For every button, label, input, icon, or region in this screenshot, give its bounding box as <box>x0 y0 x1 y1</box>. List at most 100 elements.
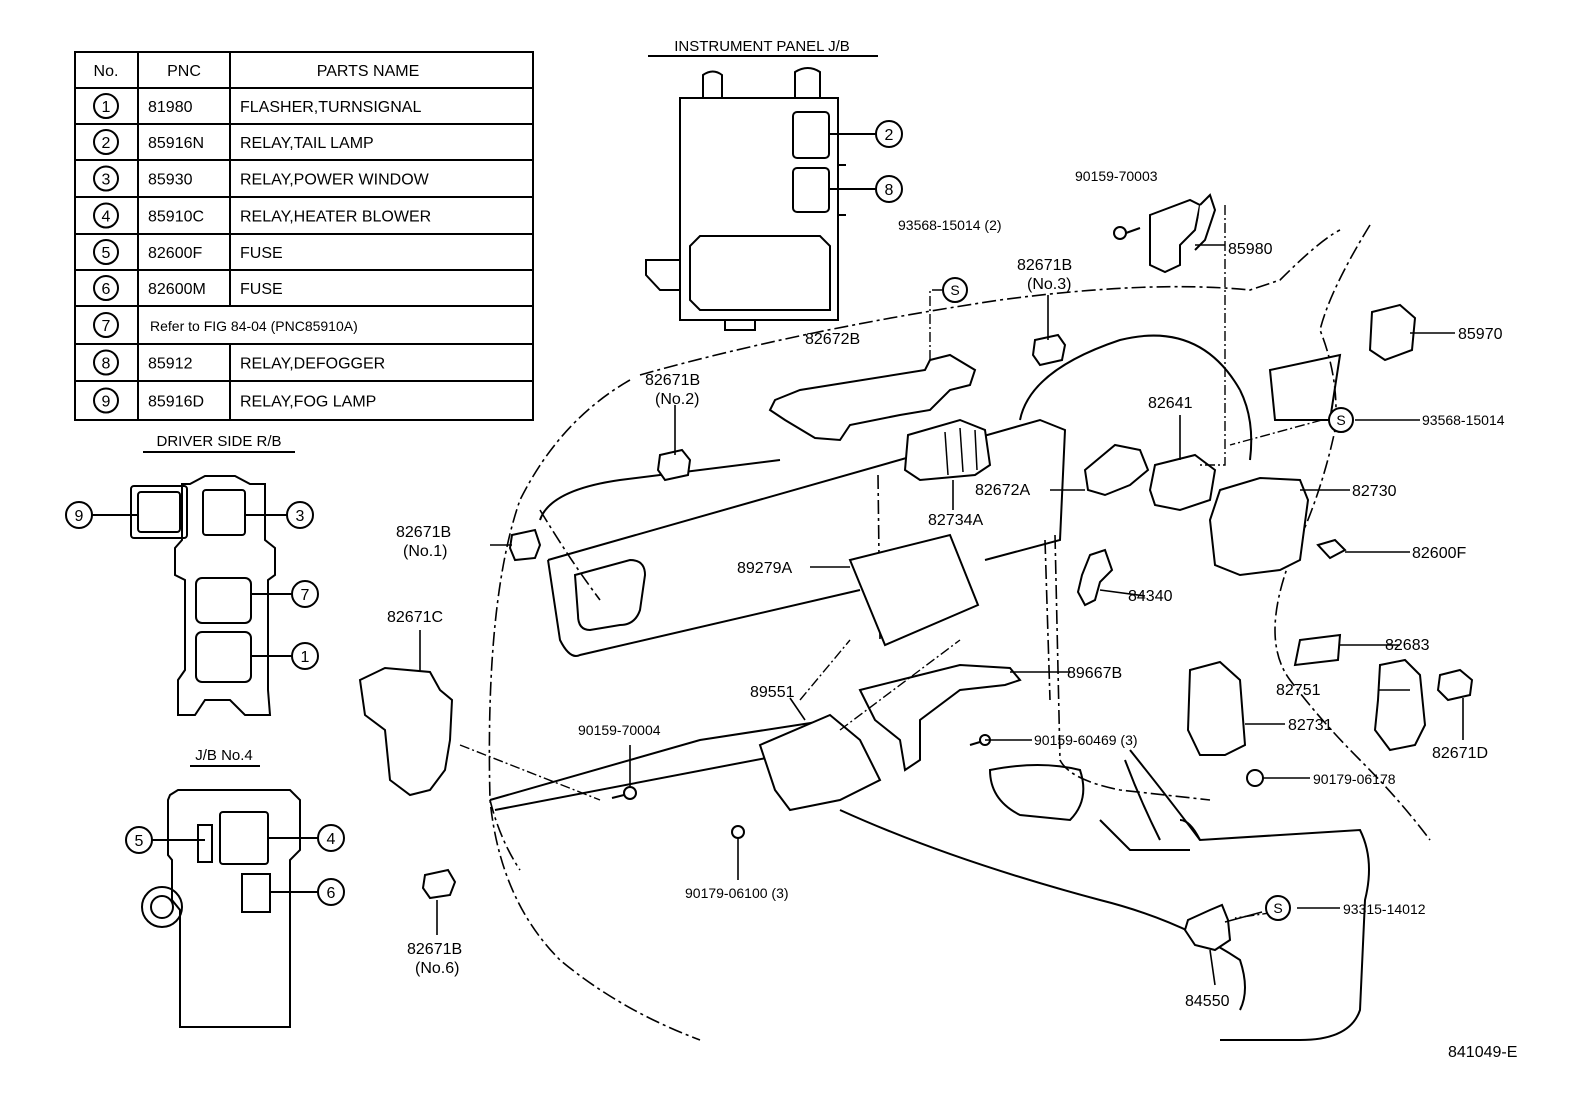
jb-no4-drawing <box>141 789 318 1028</box>
callout-9-rb: 9 <box>65 501 93 529</box>
row-part-name: Refer to FIG 84-04 (PNC85910A) <box>150 318 358 334</box>
component-drawings <box>358 193 1474 952</box>
label-93315-14012: 93315-14012 <box>1343 901 1426 917</box>
row-pnc: 82600F <box>148 245 202 262</box>
row-number: 1 <box>102 99 111 116</box>
label-82731: 82731 <box>1288 717 1333 734</box>
row-number-circle <box>93 275 119 301</box>
label-82600f: 82600F <box>1412 545 1466 562</box>
driver-side-rb-title: DRIVER SIDE R/B <box>156 433 281 450</box>
row-part-name: FUSE <box>240 281 283 298</box>
label-82671b-no2: 82671B <box>645 372 700 389</box>
label-82641: 82641 <box>1148 395 1193 412</box>
label-85980: 85980 <box>1228 241 1273 258</box>
row-number: 2 <box>102 135 111 152</box>
row-number-circle <box>93 349 119 376</box>
row-pnc: 82600M <box>148 281 206 298</box>
label-90159-70003: 90159-70003 <box>1075 168 1158 184</box>
label-82672a: 82672A <box>975 482 1030 499</box>
row-number-circle <box>93 312 119 338</box>
label-84550: 84550 <box>1185 993 1230 1010</box>
row-part-name: RELAY,HEATER BLOWER <box>240 209 431 226</box>
dashboard-outline <box>488 224 1431 1041</box>
callout-6-jb4: 6 <box>317 878 345 906</box>
dashed-leader-lines <box>459 205 1323 919</box>
header-no: No. <box>94 63 119 80</box>
label-85970: 85970 <box>1458 326 1503 343</box>
s-symbol-2: S <box>1328 407 1354 433</box>
callout-8-label: 8 <box>885 182 894 199</box>
row-number: 8 <box>102 356 111 373</box>
s-symbol-label: S <box>1273 900 1282 916</box>
label-93568-15014: 93568-15014 <box>1422 412 1505 428</box>
label-82671d: 82671D <box>1432 745 1488 762</box>
label-90179-06178: 90179-06178 <box>1313 771 1396 787</box>
table-row: 6 82600M FUSE <box>93 275 283 301</box>
row-part-name: RELAY,TAIL LAMP <box>240 135 374 152</box>
figure-number: 841049-E <box>1448 1044 1517 1061</box>
s-symbol-1: S <box>942 277 968 303</box>
table-row: 4 85910C RELAY,HEATER BLOWER <box>93 202 431 229</box>
label-90159-60469: 90159-60469 (3) <box>1034 732 1138 748</box>
row-number-circle <box>93 129 119 155</box>
label-89551: 89551 <box>750 684 795 701</box>
callout-2-jb: 2 <box>875 120 903 148</box>
row-number: 4 <box>102 209 111 226</box>
label-82671b-no6-sub: (No.6) <box>415 960 459 977</box>
callout-5-jb4: 5 <box>125 826 153 854</box>
row-part-name: FUSE <box>240 245 283 262</box>
row-pnc: 81980 <box>148 99 193 116</box>
part-labels: 90159-70003 85980 93568-15014 (2) 82671B… <box>387 168 1517 1061</box>
label-89667b: 89667B <box>1067 665 1122 682</box>
row-number: 6 <box>102 281 111 298</box>
label-82671b-no3: 82671B <box>1017 257 1072 274</box>
callout-4-label: 4 <box>327 831 336 848</box>
callout-7-rb: 7 <box>291 580 319 608</box>
s-symbol-label: S <box>1336 412 1345 428</box>
driver-side-rb-drawing <box>92 475 292 716</box>
label-89279a: 89279A <box>737 560 792 577</box>
label-82734a: 82734A <box>928 512 983 529</box>
callout-5-label: 5 <box>135 833 144 850</box>
instrument-panel-jb-title: INSTRUMENT PANEL J/B <box>674 38 850 55</box>
s-symbol-label: S <box>950 282 959 298</box>
callout-1-rb: 1 <box>291 642 319 670</box>
label-90159-70004: 90159-70004 <box>578 722 661 738</box>
row-number: 7 <box>102 318 111 335</box>
callout-8-jb: 8 <box>875 175 903 203</box>
label-82730: 82730 <box>1352 483 1397 500</box>
label-82671b-no1: 82671B <box>396 524 451 541</box>
leader-lines <box>419 244 1464 986</box>
row-part-name: RELAY,FOG LAMP <box>240 394 376 411</box>
parts-table <box>74 51 534 421</box>
row-pnc: 85910C <box>148 209 204 226</box>
jb-no4-title: J/B No.4 <box>195 747 253 764</box>
row-pnc: 85912 <box>148 356 193 373</box>
callout-2-label: 2 <box>885 127 894 144</box>
header-pnc: PNC <box>167 63 201 80</box>
label-82683: 82683 <box>1385 637 1430 654</box>
callout-1-label: 1 <box>301 649 310 666</box>
header-parts-name: PARTS NAME <box>317 63 420 80</box>
label-82671b-no6: 82671B <box>407 941 462 958</box>
callout-3-label: 3 <box>296 508 305 525</box>
row-part-name: RELAY,DEFOGGER <box>240 356 385 373</box>
row-number-circle <box>93 93 119 119</box>
callout-9-label: 9 <box>75 508 84 525</box>
table-row: 7 Refer to FIG 84-04 (PNC85910A) <box>93 312 358 338</box>
row-number: 3 <box>102 172 111 189</box>
callout-7-label: 7 <box>301 587 310 604</box>
label-82751: 82751 <box>1276 682 1321 699</box>
row-number-circle <box>93 202 119 229</box>
label-82671b-no2-sub: (No.2) <box>655 391 699 408</box>
s-symbol-3: S <box>1265 895 1291 921</box>
row-pnc: 85930 <box>148 172 193 189</box>
parts-table-headers: No. PNC PARTS NAME <box>94 63 420 80</box>
